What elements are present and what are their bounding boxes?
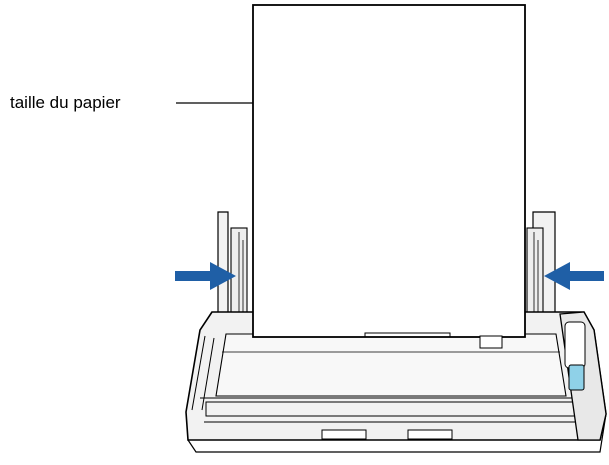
paper-size-label: taille du papier	[10, 93, 121, 112]
arrow-left-icon	[544, 262, 604, 290]
paper-sheet	[252, 4, 526, 338]
scan-button	[568, 364, 585, 391]
feed-slot	[364, 332, 451, 337]
arrow-right-icon	[175, 262, 236, 290]
paper-stopper	[479, 335, 503, 349]
right-paper-guide	[526, 227, 544, 329]
